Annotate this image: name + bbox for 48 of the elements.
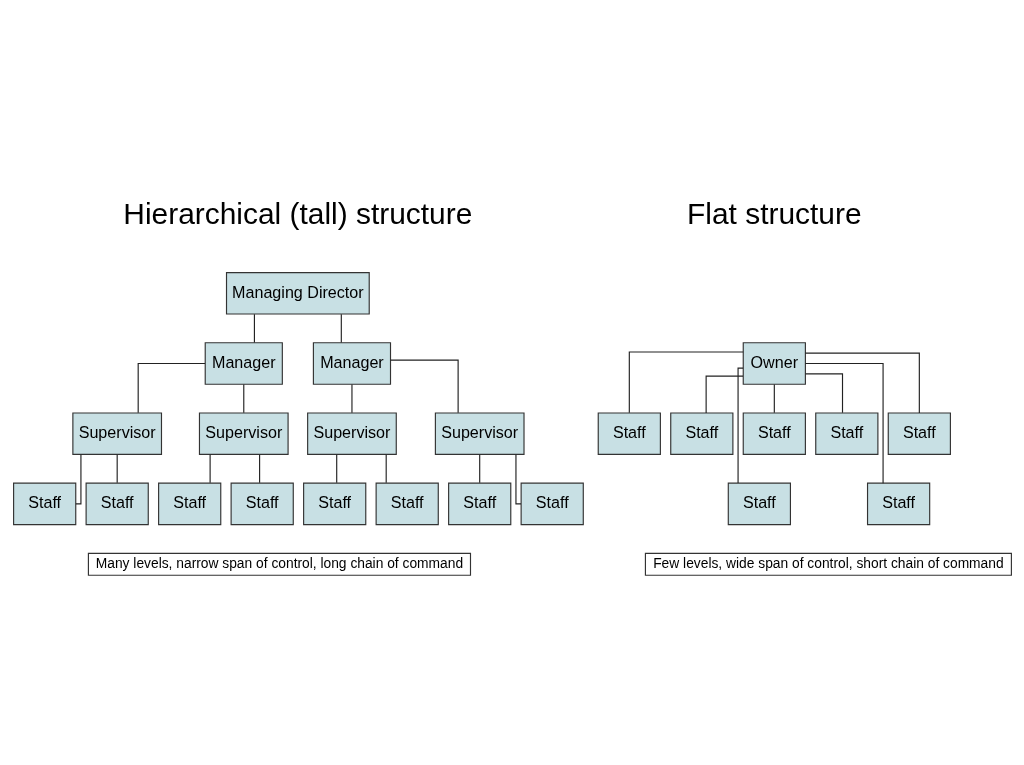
- node-box: Staff: [597, 412, 661, 455]
- connector: [253, 313, 255, 344]
- connector: [385, 454, 387, 484]
- node-box: Managing Director: [225, 272, 370, 315]
- node-box: Staff: [302, 482, 366, 526]
- connector: [389, 359, 459, 414]
- node-box: Staff: [742, 412, 806, 455]
- node-box: Staff: [447, 482, 511, 526]
- connector: [737, 367, 744, 484]
- connector: [773, 384, 775, 414]
- connector: [514, 454, 522, 505]
- node-box: Staff: [230, 482, 294, 526]
- node-box: Owner: [742, 342, 806, 385]
- node-box: Staff: [814, 412, 878, 455]
- connector: [478, 454, 480, 484]
- connector: [628, 351, 744, 414]
- node-box: Staff: [520, 482, 584, 526]
- connector: [209, 454, 211, 484]
- node-box: Manager: [312, 342, 391, 385]
- connector: [804, 352, 920, 414]
- node-box: Staff: [157, 482, 221, 526]
- node-box: Manager: [204, 342, 283, 385]
- connector: [335, 454, 337, 484]
- node-box: Staff: [727, 482, 791, 526]
- node-box: Few levels, wide span of control, short chain of command: [644, 552, 1012, 576]
- connector: [705, 375, 744, 414]
- node-box: Staff: [375, 482, 439, 526]
- connector: [242, 384, 244, 414]
- node-box: Staff: [866, 482, 930, 526]
- connector: [804, 362, 884, 484]
- node-box: Supervisor: [434, 412, 525, 455]
- node-box: Staff: [887, 412, 951, 455]
- connector: [350, 384, 353, 414]
- node-box: Staff: [85, 482, 149, 526]
- connector: [340, 313, 342, 344]
- node-box: Staff: [669, 412, 733, 455]
- node-box: Supervisor: [306, 412, 397, 455]
- label: Hierarchical (tall) structure: [122, 197, 472, 231]
- connector: [258, 454, 260, 484]
- node-box: Staff: [12, 482, 76, 526]
- label: Flat structure: [686, 197, 862, 231]
- connector: [804, 373, 843, 414]
- node-box: Supervisor: [71, 412, 162, 455]
- node-box: Supervisor: [198, 412, 289, 455]
- connector: [137, 362, 206, 414]
- node-box: Many levels, narrow span of control, long chain of command: [87, 552, 471, 576]
- connector: [74, 454, 81, 505]
- connector: [116, 454, 118, 484]
